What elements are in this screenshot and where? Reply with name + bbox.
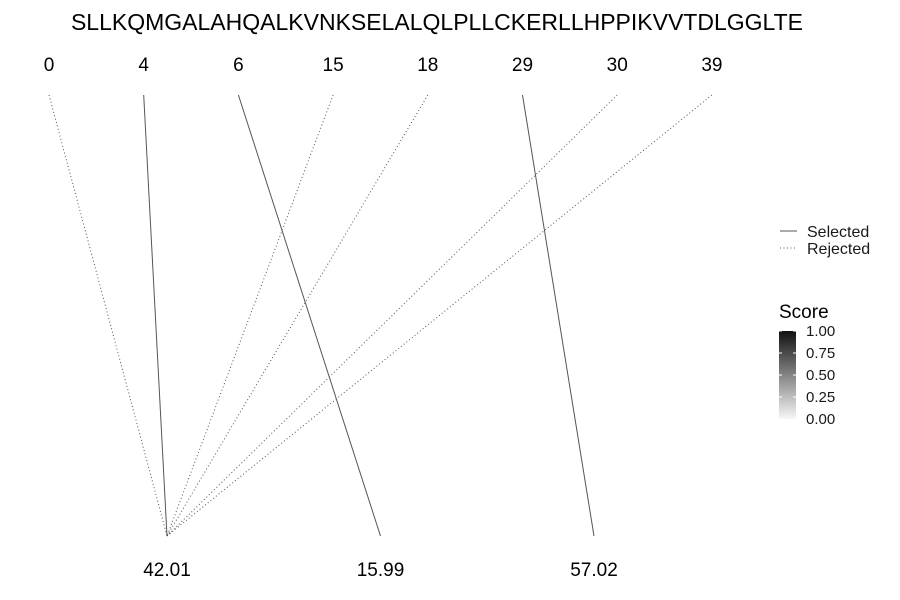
score-tick-label: 0.50 [806, 367, 835, 384]
legend-selected-label: Selected [807, 224, 869, 241]
position-label-0: 0 [44, 55, 55, 76]
bottom-label-15-99: 15.99 [357, 560, 405, 581]
position-label-6: 6 [233, 55, 244, 76]
link-39-to-42-01 [166, 94, 713, 537]
bottom-label-57-02: 57.02 [570, 560, 618, 581]
bottom-label-42-01: 42.01 [143, 560, 191, 581]
link-4-to-42-01 [143, 94, 168, 537]
position-labels: 0 4 6 15 18 29 30 39 [44, 55, 723, 76]
position-label-30: 30 [607, 55, 628, 76]
score-tick-label: 1.00 [806, 323, 835, 340]
position-label-18: 18 [417, 55, 438, 76]
score-colorbar [779, 331, 796, 419]
score-legend: Score 1.00 0.75 0.50 0.25 0.00 [779, 302, 835, 428]
score-ticks: 1.00 0.75 0.50 0.25 0.00 [779, 323, 835, 428]
score-tick-label: 0.25 [806, 389, 835, 406]
bottom-labels: 42.01 15.99 57.02 [143, 560, 618, 581]
position-label-15: 15 [323, 55, 344, 76]
link-6-to-15-99 [237, 94, 381, 537]
link-18-to-42-01 [166, 94, 429, 537]
link-30-to-42-01 [166, 94, 618, 537]
linetype-legend: Selected Rejected [780, 224, 870, 258]
link-29-to-57-02 [522, 94, 595, 537]
link-lines [48, 94, 713, 537]
score-tick-label: 0.00 [806, 411, 835, 428]
peptide-sequence: SLLKQMGALAHQALKVNKSELALQLPLLCKERLLHPPIKV… [71, 9, 803, 35]
position-label-29: 29 [512, 55, 533, 76]
score-tick-label: 0.75 [806, 345, 835, 362]
position-label-4: 4 [138, 55, 149, 76]
link-15-to-42-01 [166, 94, 334, 537]
legend-rejected-label: Rejected [807, 241, 870, 258]
link-0-to-42-01 [48, 94, 168, 537]
position-label-39: 39 [701, 55, 722, 76]
score-legend-title: Score [779, 302, 829, 323]
